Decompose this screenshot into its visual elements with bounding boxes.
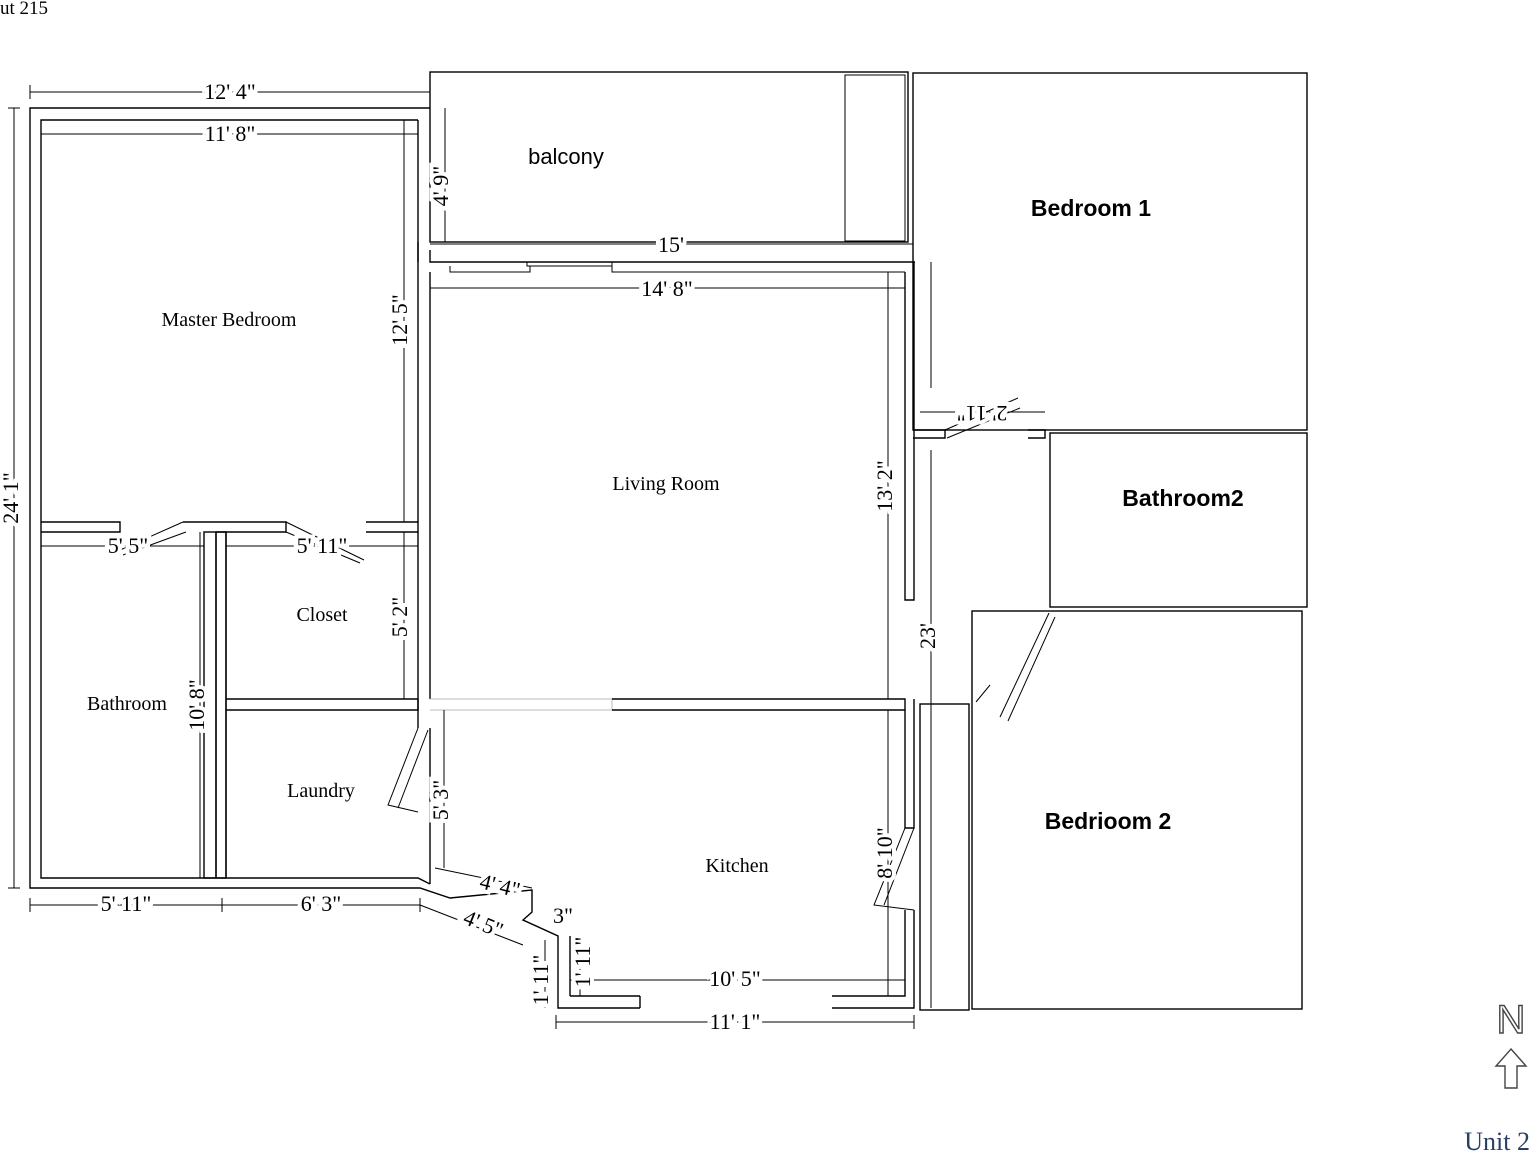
dim-balcony-width: 15' — [658, 232, 684, 257]
dim-hall-depth: 23' — [915, 623, 940, 649]
dim-bottom-left: 5' 11" — [101, 891, 152, 916]
room-labels: balcony Bedroom 1 Master Bedroom Living … — [87, 144, 1244, 877]
dim-bath-door: 5' 5" — [108, 533, 148, 558]
room-label-bedroom2: Bedrioom 2 — [1045, 808, 1172, 834]
room-label-master-bedroom: Master Bedroom — [162, 309, 297, 331]
room-label-laundry: Laundry — [287, 780, 355, 802]
dim-jog-inner: 1' 11" — [570, 937, 595, 988]
dim-living-width: 14' 8" — [641, 276, 692, 301]
unit-label: Unit 2 — [1464, 1127, 1530, 1152]
dim-bottom-mid: 6' 3" — [301, 891, 341, 916]
north-arrow-icon — [1494, 1047, 1528, 1089]
right-wing-walls — [912, 72, 1308, 1011]
dim-angle-a: 4' 4" — [477, 868, 522, 902]
dim-living-depth: 13' 2" — [872, 460, 897, 511]
dim-angle-b: 4' 5" — [460, 904, 507, 942]
centre-walls — [417, 71, 915, 1009]
dim-top-overall: 12' 4" — [204, 79, 255, 104]
dim-kitchen-width: 10' 5" — [709, 966, 760, 991]
room-label-closet: Closet — [296, 604, 348, 626]
dim-bath-depth: 10' 8" — [184, 679, 209, 730]
dim-master-width: 11' 8" — [205, 121, 256, 146]
dim-closet-door: 5' 11" — [297, 533, 348, 558]
plan-title-fragment: ut 215 — [0, 0, 48, 19]
dim-laundry-depth: 5' 3" — [428, 780, 453, 820]
room-label-bedroom1: Bedroom 1 — [1031, 195, 1151, 221]
dim-left-overall: 24' 1" — [0, 472, 23, 523]
dimension-lines — [8, 85, 1045, 1029]
dim-master-depth: 12' 5" — [387, 294, 412, 345]
room-label-kitchen: Kitchen — [705, 855, 768, 877]
dim-closet-depth: 5' 2" — [387, 597, 412, 637]
dim-jog-outer: 1' 11" — [528, 955, 553, 1006]
left-wing-walls — [29, 107, 640, 1009]
dim-step: 3" — [553, 903, 573, 928]
room-label-balcony: balcony — [528, 144, 604, 169]
north-letter: N — [1497, 998, 1526, 1042]
north-compass: N — [1494, 997, 1528, 1089]
dimension-labels: 12' 4" 11' 8" 24' 1" 4' 9" 15' 14' 8" 12… — [0, 75, 1011, 1038]
dim-bedroom1-door: 2' 11" — [957, 401, 1008, 426]
room-label-bathroom2: Bathroom2 — [1122, 485, 1243, 511]
dim-balcony-depth: 4' 9" — [428, 166, 453, 206]
room-label-bathroom: Bathroom — [87, 693, 167, 715]
dim-bottom-overall: 11' 1" — [710, 1009, 761, 1034]
room-label-living-room: Living Room — [612, 473, 720, 495]
dim-kitchen-side: 8' 10" — [872, 827, 897, 878]
